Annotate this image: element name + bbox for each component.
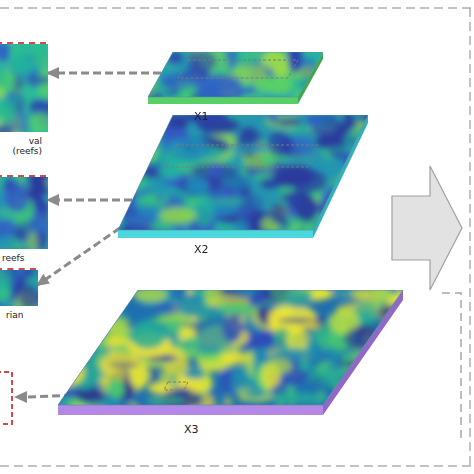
inset-image: rian [0,268,36,304]
dashed-arrow [46,199,132,202]
layer-heatmap [58,290,403,415]
layer-label: X2 [194,243,209,256]
inset-label: reefs [2,253,42,263]
layer-heatmap [148,52,323,104]
leader-arrowhead [14,391,27,403]
dashed-arrow [46,72,161,75]
inset-heatmap [0,270,38,306]
inset-heatmap [0,44,48,132]
dashed-panel [442,293,461,442]
inset-image: reefs [0,175,46,247]
outer-frame [469,8,471,466]
dashed-arrow [36,228,120,286]
layer-heatmap [118,115,368,238]
feature-layer: X2 [118,115,368,238]
inset-image: val (reefs) [0,42,46,130]
outer-frame [0,7,474,9]
feature-layer: X3 [58,290,403,415]
inset-label: rian [6,310,36,320]
inset-heatmap [0,177,48,249]
layer-label: X3 [184,423,199,436]
block-arrow [392,166,462,290]
outer-frame [0,465,474,467]
inset-label: val (reefs) [2,136,42,157]
feature-layer: X1 [148,52,323,104]
inset-frame [0,372,12,424]
layer-label: X1 [194,110,209,123]
